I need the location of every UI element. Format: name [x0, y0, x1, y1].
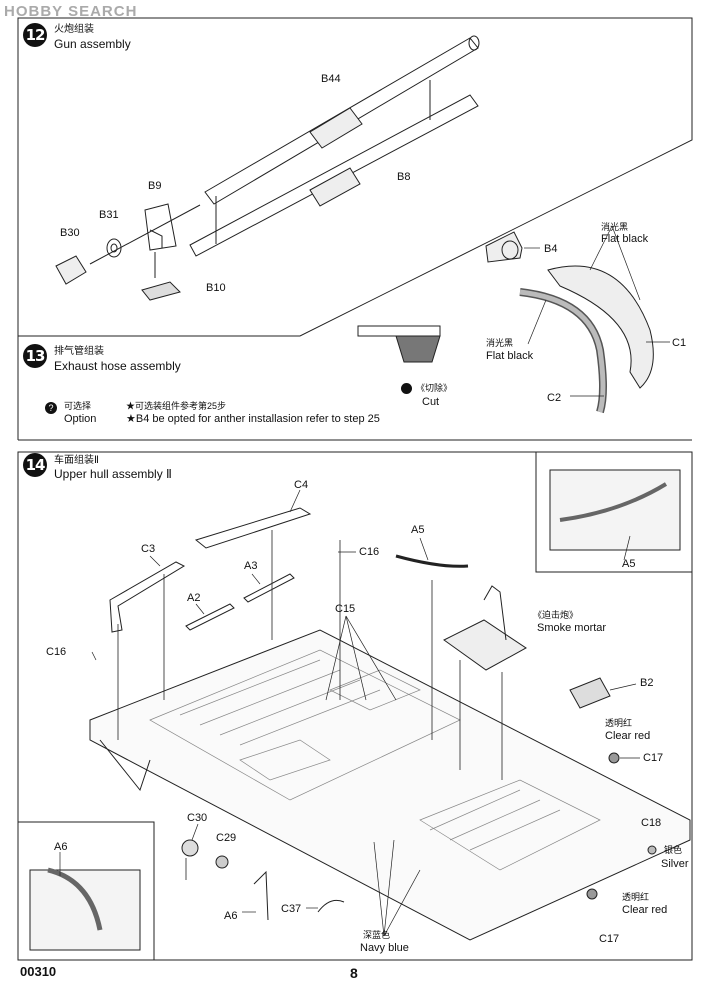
page-number: 8 [350, 965, 358, 981]
part-a6-inset: A6 [54, 841, 68, 853]
paint-clear-red-1-cn: 透明红 [605, 718, 633, 728]
cut-label-en: Cut [422, 396, 440, 408]
step-12-title-en: Gun assembly [54, 37, 131, 51]
legend-option-en: Option [64, 413, 97, 425]
part-b8: B8 [397, 171, 411, 183]
part-c3: C3 [141, 543, 156, 555]
part-b44: B44 [321, 73, 341, 85]
product-code: 00310 [20, 964, 57, 979]
part-c29: C29 [216, 832, 237, 844]
part-c37: C37 [281, 903, 302, 915]
part-c15: C15 [335, 603, 356, 615]
part-c1: C1 [672, 337, 687, 349]
step-12-title-cn: 火炮组装 [54, 24, 94, 35]
part-c17-top: C17 [643, 752, 664, 764]
paint-flat-black-1-en: Flat black [601, 233, 649, 245]
part-c4: C4 [294, 479, 309, 491]
step-13-title-cn: 排气管组装 [54, 346, 104, 357]
part-a5-inset: A5 [622, 558, 636, 570]
smoke-mortar-en: Smoke mortar [537, 622, 607, 634]
part-b30: B30 [60, 227, 80, 239]
option-note-cn: ★可选装组件参考第25步 [126, 401, 227, 411]
part-b9: B9 [148, 180, 162, 192]
paint-navy-blue-en: Navy blue [360, 942, 409, 954]
part-a6: A6 [224, 910, 238, 922]
step-14-title-en: Upper hull assembly Ⅱ [54, 467, 172, 481]
step-14-title-cn: 车面组装Ⅱ [54, 455, 99, 466]
part-c30: C30 [187, 812, 208, 824]
part-c18: C18 [641, 817, 662, 829]
step-13-title-en: Exhaust hose assembly [54, 359, 181, 373]
watermark: HOBBY SEARCH [4, 3, 138, 20]
paint-silver-en: Silver [661, 858, 689, 870]
step-12-number: 12 [23, 23, 47, 47]
option-icon: ? [45, 402, 57, 414]
step-13-number: 13 [23, 344, 47, 368]
part-a2: A2 [187, 592, 201, 604]
part-b2: B2 [640, 677, 654, 689]
cut-label-cn: 《切除》 [416, 383, 453, 393]
paint-flat-black-2-en: Flat black [486, 350, 534, 362]
part-b10: B10 [206, 282, 226, 294]
part-b31: B31 [99, 209, 119, 221]
paint-silver-cn: 银色 [664, 845, 683, 855]
paint-clear-red-2-en: Clear red [622, 904, 668, 916]
paint-flat-black-2-cn: 消光黑 [486, 338, 514, 348]
paint-clear-red-2-cn: 透明红 [622, 892, 650, 902]
part-c2: C2 [547, 392, 562, 404]
part-a3: A3 [244, 560, 258, 572]
part-c16-left: C16 [46, 646, 67, 658]
part-a5: A5 [411, 524, 425, 536]
paint-navy-blue-cn: 深蓝色 [363, 930, 391, 940]
part-c17-bottom: C17 [599, 933, 620, 945]
part-b4: B4 [544, 243, 558, 255]
smoke-mortar-cn: 《迫击炮》 [533, 610, 579, 620]
paint-flat-black-1-cn: 消光黑 [601, 222, 629, 232]
option-note-en: ★B4 be opted for anther installasion ref… [126, 413, 380, 425]
cut-icon [401, 383, 412, 394]
part-c16-top: C16 [359, 546, 380, 558]
legend-option-cn: 可选择 [64, 401, 92, 411]
paint-clear-red-1-en: Clear red [605, 730, 651, 742]
step-14-number: 14 [23, 453, 47, 477]
